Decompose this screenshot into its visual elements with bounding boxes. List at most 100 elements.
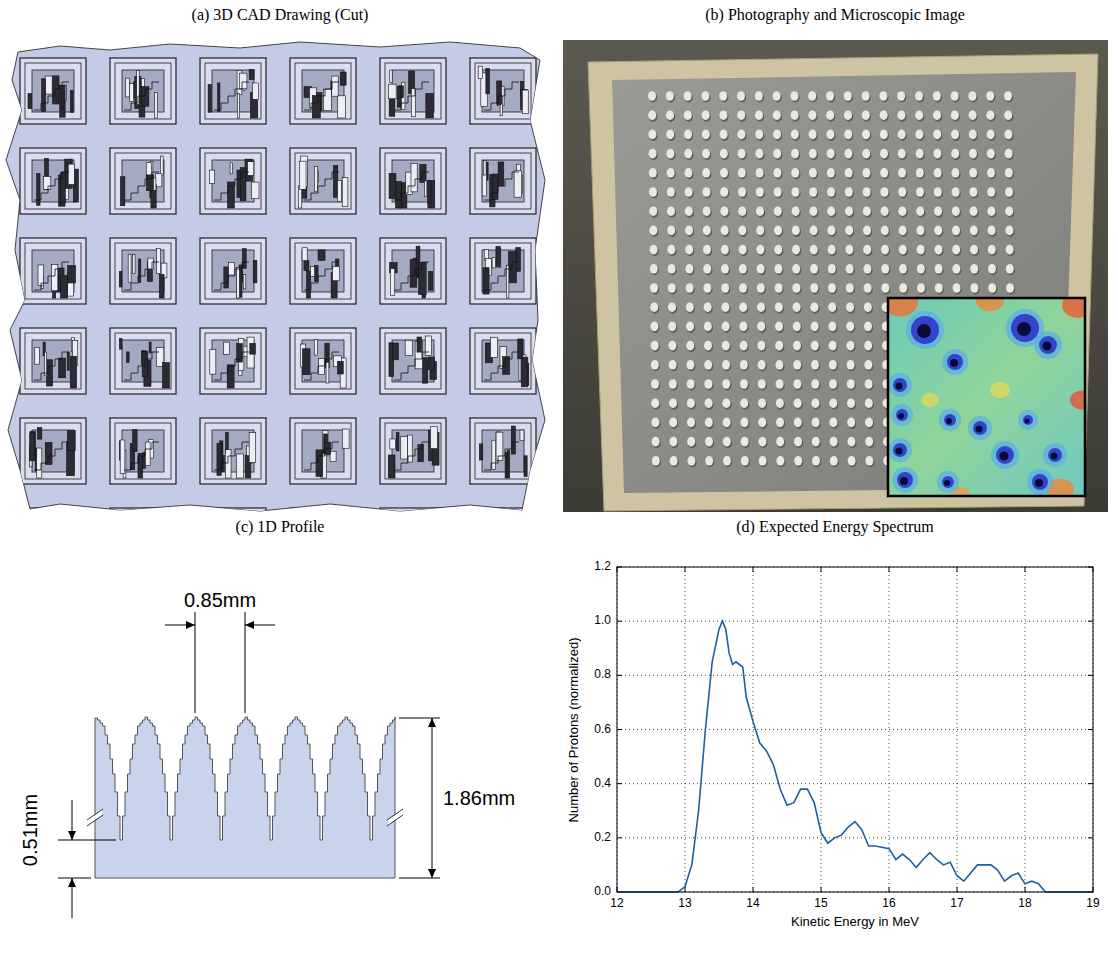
tick xyxy=(753,567,754,572)
tick xyxy=(1088,621,1093,622)
panel-title: (c) 1D Profile xyxy=(236,518,325,536)
extension-line xyxy=(58,878,91,879)
cad-outline xyxy=(6,42,545,511)
cad-cell xyxy=(200,58,266,124)
dimension-line xyxy=(432,718,433,878)
extension-line xyxy=(195,612,196,713)
cad-cell xyxy=(200,238,266,304)
cad-cell xyxy=(20,328,86,394)
inset-border xyxy=(888,298,1085,496)
cad-cell xyxy=(200,148,266,214)
tick-label: 16 xyxy=(882,897,895,911)
cad-cell xyxy=(20,238,86,304)
cad-cell xyxy=(470,418,536,484)
extension-line xyxy=(399,878,440,879)
spectrum-chart xyxy=(617,567,1093,892)
cad-cell xyxy=(380,58,446,124)
cad-cell xyxy=(380,508,446,574)
photograph xyxy=(563,40,1108,512)
tick xyxy=(753,887,754,892)
tick xyxy=(1025,567,1026,572)
tick xyxy=(889,567,890,572)
cad-drawing xyxy=(6,42,545,574)
spectrum-curve xyxy=(617,621,1093,892)
dimension-label: 0.85mm xyxy=(184,589,256,612)
arrow-head xyxy=(68,878,76,887)
cad-cell xyxy=(20,148,86,214)
extension-line xyxy=(399,718,440,719)
dimension-label: 1.86mm xyxy=(441,787,517,810)
cad-cell xyxy=(200,418,266,484)
tick xyxy=(617,837,622,838)
tick-label: 0.8 xyxy=(594,668,611,682)
tick xyxy=(957,887,958,892)
tick-label: 0.4 xyxy=(594,777,611,791)
cad-cell xyxy=(470,58,536,124)
cad-cell xyxy=(110,508,176,574)
profile-drawing xyxy=(58,612,440,918)
plot-frame xyxy=(617,567,1093,892)
tick xyxy=(617,783,622,784)
tick-label: 0.2 xyxy=(594,831,611,845)
grid-line xyxy=(617,675,1093,676)
tick xyxy=(1025,887,1026,892)
grid-line xyxy=(617,783,1093,784)
cad-cell xyxy=(20,58,86,124)
cad-cell xyxy=(290,238,356,304)
microscope-inset xyxy=(888,298,1085,496)
cad-cell xyxy=(20,418,86,484)
tick xyxy=(1088,783,1093,784)
cad-cell xyxy=(110,58,176,124)
cad-cell xyxy=(290,58,356,124)
tick-label: 1.2 xyxy=(594,560,611,574)
axis-title: Kinetic Energy in MeV xyxy=(791,915,919,930)
tick-label: 15 xyxy=(814,897,827,911)
plot-area xyxy=(617,567,1093,892)
cad-cell xyxy=(380,238,446,304)
break-mark xyxy=(87,809,103,826)
cad-cell xyxy=(20,508,86,574)
tick-label: 0.6 xyxy=(594,723,611,737)
grid-line xyxy=(617,621,1093,622)
extension-line xyxy=(58,840,116,841)
cad-cell xyxy=(470,238,536,304)
cad-cell xyxy=(470,328,536,394)
cad-cell xyxy=(110,238,176,304)
tick xyxy=(617,675,622,676)
tick xyxy=(617,621,622,622)
arrow-head xyxy=(68,831,76,840)
tick-label: 19 xyxy=(1086,897,1099,911)
tick xyxy=(821,567,822,572)
extension-line xyxy=(245,612,246,713)
panel-title: (b) Photography and Microscopic Image xyxy=(705,6,964,24)
tick xyxy=(685,567,686,572)
arrow-head xyxy=(428,869,436,878)
cad-cell xyxy=(110,418,176,484)
profile-shape xyxy=(95,717,395,878)
tick xyxy=(617,729,622,730)
grid-line xyxy=(617,837,1093,838)
tick xyxy=(1088,837,1093,838)
panel-title: (a) 3D CAD Drawing (Cut) xyxy=(192,6,369,24)
plate-frame xyxy=(588,54,1098,511)
tick xyxy=(889,887,890,892)
cad-cell xyxy=(380,148,446,214)
cad-cell xyxy=(290,148,356,214)
grid-line xyxy=(617,729,1093,730)
tick xyxy=(957,567,958,572)
tick-label: 12 xyxy=(610,897,623,911)
cad-cell xyxy=(200,328,266,394)
cad-cell xyxy=(110,148,176,214)
cad-cell xyxy=(380,328,446,394)
tick-label: 13 xyxy=(678,897,691,911)
panel-title: (d) Expected Energy Spectrum xyxy=(736,518,933,536)
arrow-head xyxy=(186,621,195,629)
cad-cell xyxy=(290,418,356,484)
tick-label: 0.0 xyxy=(594,885,611,899)
tick xyxy=(821,887,822,892)
arrow-head xyxy=(245,621,254,629)
arrow-head xyxy=(428,718,436,727)
axis-title: Number of Protons (normalized) xyxy=(567,638,582,823)
tick xyxy=(1088,729,1093,730)
